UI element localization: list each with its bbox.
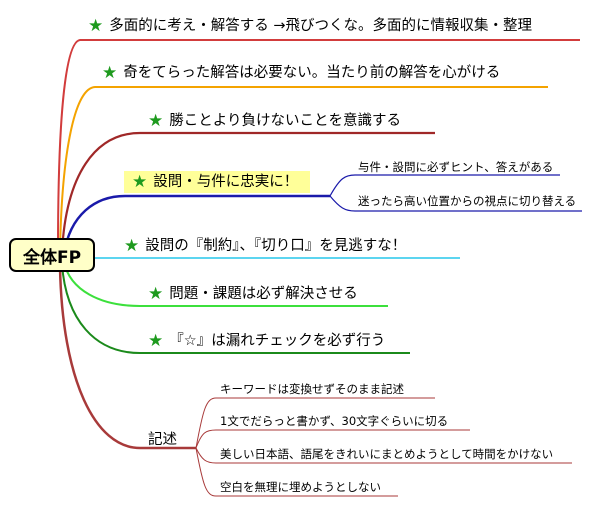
branch-label-6: 問題・課題は必ず解決させる	[169, 286, 358, 302]
branch-node-8[interactable]: 記述	[148, 432, 177, 448]
branch-node-6[interactable]: ★ 問題・課題は必ず解決させる	[148, 285, 358, 303]
branch-node-2[interactable]: ★ 奇をてらった解答は必要ない。当たり前の解答を心がける	[102, 64, 500, 82]
connector-branch-7	[61, 263, 410, 354]
connector-branch-1	[57, 39, 580, 251]
star-icon: ★	[148, 330, 164, 351]
star-icon: ★	[132, 171, 148, 192]
star-icon: ★	[88, 15, 104, 36]
connector-sub-4-1	[329, 174, 560, 197]
star-icon: ★	[148, 283, 164, 304]
branch-node-3[interactable]: ★ 勝ことより負けないことを意識する	[148, 112, 401, 130]
branch-label-7: 『☆』は漏れチェックを必ず行う	[169, 333, 386, 349]
branch-label-1: 多面的に考え・解答する →飛びつくな。多面的に情報収集・整理	[109, 18, 533, 34]
connector-sub-8-3	[195, 447, 572, 464]
branch-node-7[interactable]: ★ 『☆』は漏れチェックを必ず行う	[148, 332, 385, 350]
connector-branch-2	[59, 86, 548, 251]
connector-sub-8-2	[195, 429, 470, 449]
sub-node-8-2[interactable]: 1文でだらっと書かず、30文字ぐらいに切る	[220, 414, 449, 428]
sub-node-8-4[interactable]: 空白を無理に埋めようとしない	[220, 480, 381, 494]
connector-sub-8-1	[195, 397, 435, 449]
connector-branch-8	[58, 265, 196, 450]
sub-node-8-3[interactable]: 美しい日本語、語尾をきれいにまとめようとして時間をかけない	[220, 447, 554, 461]
branch-node-1[interactable]: ★ 多面的に考え・解答する →飛びつくな。多面的に情報収集・整理	[88, 17, 532, 35]
branch-node-4[interactable]: ★ 設問・与件に忠実に！	[124, 171, 311, 193]
root-node[interactable]: 全体FP	[9, 238, 95, 272]
branch-node-5[interactable]: ★ 設問の『制約』、『切り口』を見逃すな！	[124, 237, 406, 255]
star-icon: ★	[124, 235, 140, 256]
sub-node-4-2[interactable]: 迷ったら高い位置からの視点に切り替える	[358, 194, 577, 208]
connector-sub-4-2	[329, 195, 582, 212]
branch-label-3: 勝ことより負けないことを意識する	[169, 113, 401, 129]
branch-label-2: 奇をてらった解答は必要ない。当たり前の解答を心がける	[123, 65, 501, 81]
star-icon: ★	[102, 62, 118, 83]
branch-label-5: 設問の『制約』、『切り口』を見逃すな！	[145, 238, 407, 254]
sub-node-8-1[interactable]: キーワードは変換せずそのまま記述	[220, 382, 404, 396]
branch-label-4: 設問・与件に忠実に！	[153, 174, 299, 190]
connector-sub-8-4	[195, 447, 398, 497]
connector-branch-3	[60, 131, 435, 253]
sub-node-4-1[interactable]: 与件・設問に必ずヒント、答えがある	[358, 160, 554, 174]
star-icon: ★	[148, 110, 164, 131]
